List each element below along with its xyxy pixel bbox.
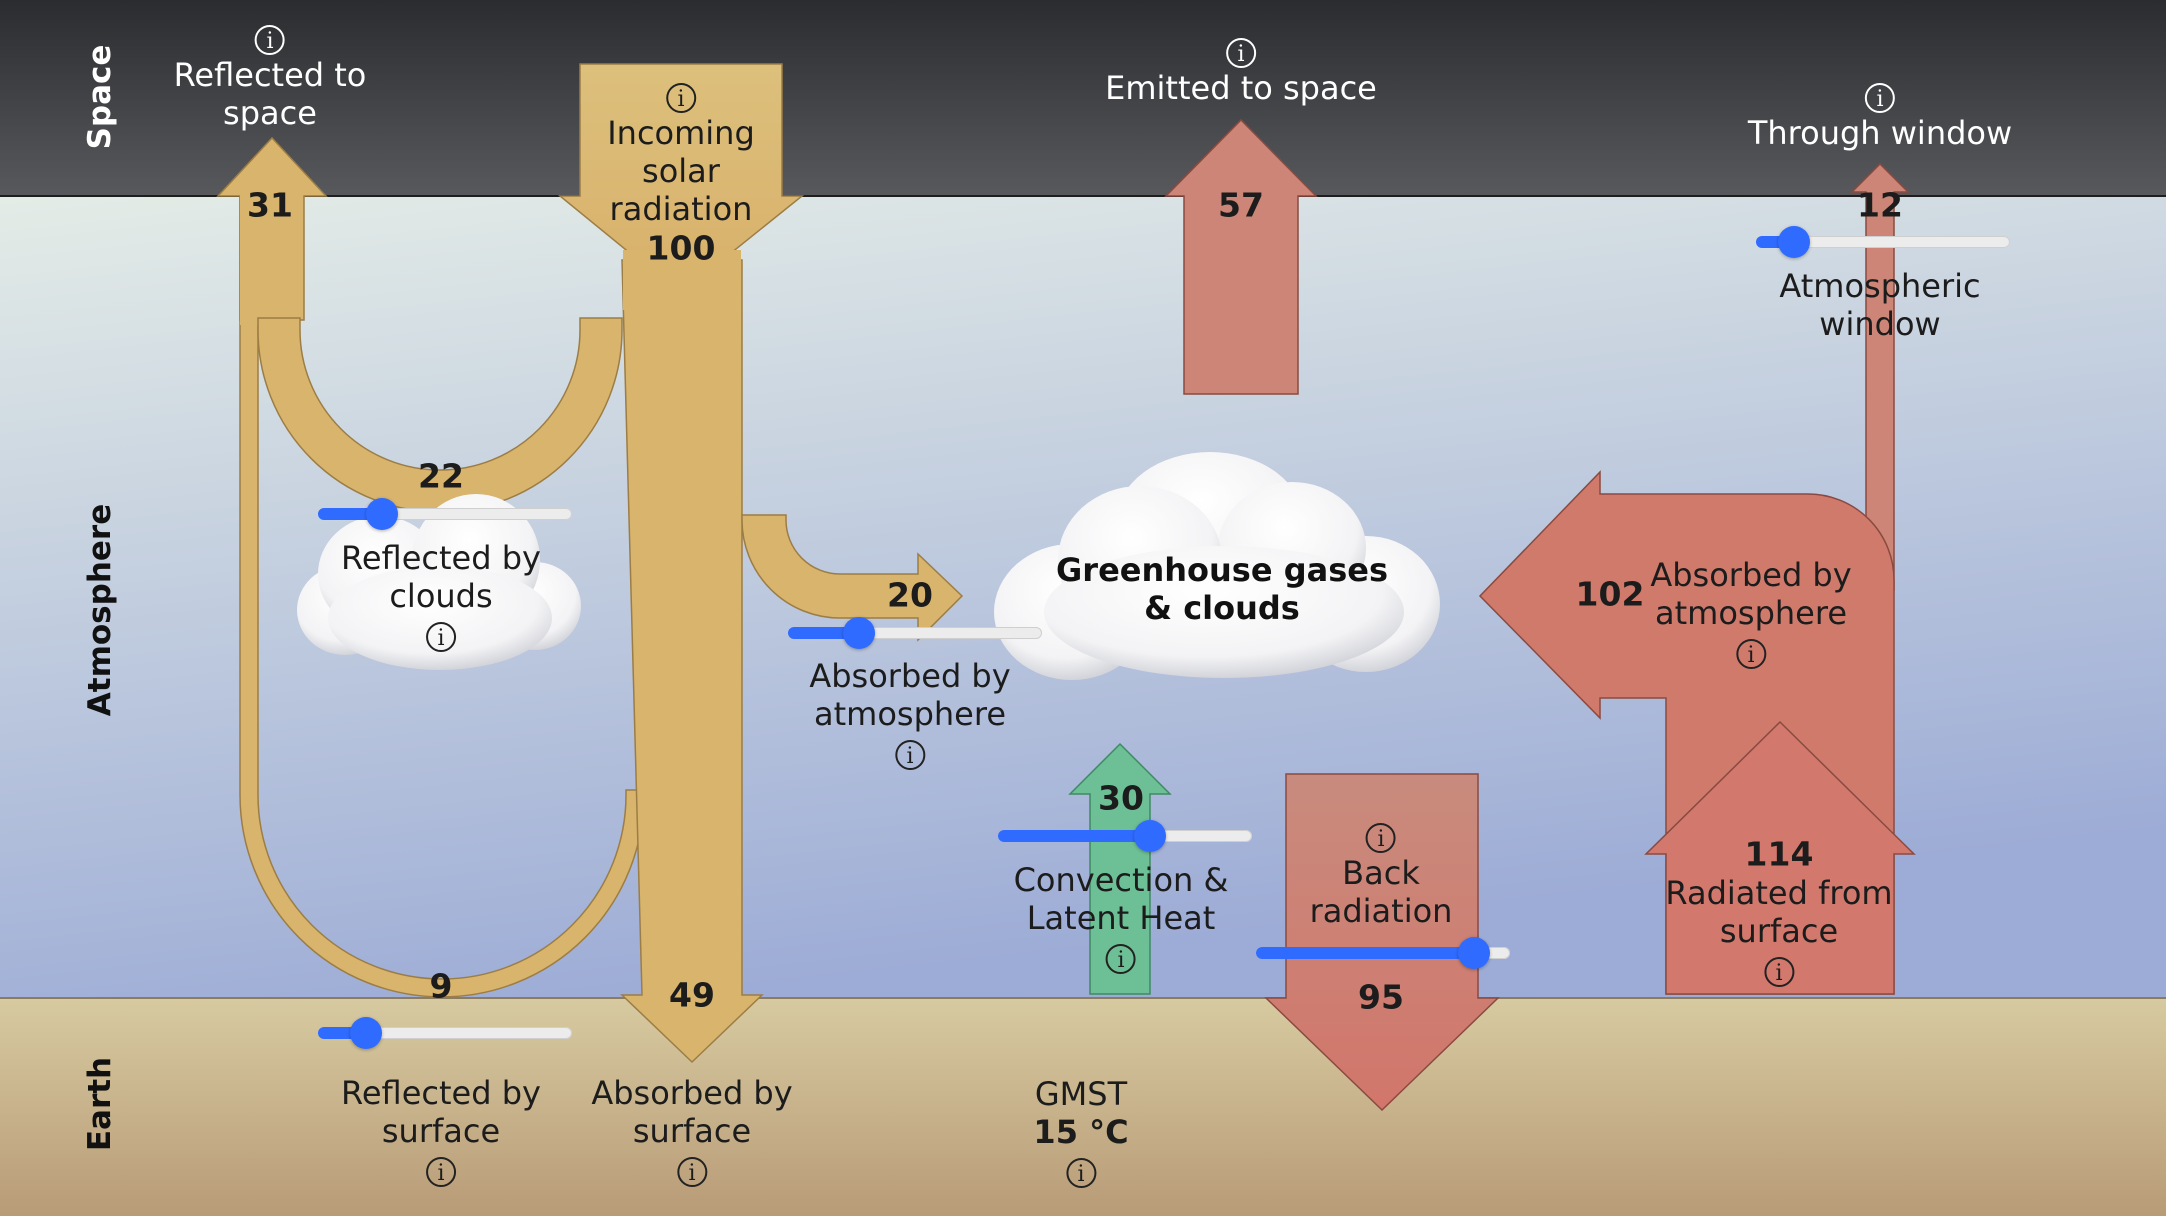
info-icon[interactable]: i xyxy=(1865,83,1895,113)
slider-fill xyxy=(1256,947,1475,959)
slider-fill xyxy=(998,830,1151,842)
absorbed-atmosphere-solar-label: Absorbed by atmosphere i xyxy=(809,657,1011,770)
reflecting-cloud xyxy=(297,494,581,670)
absorbed-surface-label: Absorbed by surface i xyxy=(591,1074,793,1187)
reflected-clouds-label: Reflected by clouds i xyxy=(341,539,541,652)
convection-slider[interactable] xyxy=(998,820,1252,852)
info-icon[interactable]: i xyxy=(677,1157,707,1187)
info-icon[interactable]: i xyxy=(1763,957,1794,987)
convection-label: Convection & Latent Heat i xyxy=(1013,861,1229,974)
back-radiation-arrow xyxy=(1264,773,1500,1112)
radiated-surface-label: Radiated from surface i xyxy=(1665,874,1893,987)
absorbed-atmosphere-solar-value: 20 xyxy=(887,575,933,615)
slider-knob[interactable] xyxy=(365,498,398,530)
back-radiation-label: i Back radiation xyxy=(1310,816,1452,930)
emitted-space-arrow xyxy=(1164,118,1318,395)
solar-trunk-connector xyxy=(623,250,741,310)
info-icon[interactable]: i xyxy=(1066,1158,1096,1188)
radiated-surface-arrow xyxy=(1644,720,1916,995)
reflected-clouds-value: 22 xyxy=(418,456,464,496)
reflected-surface-value: 9 xyxy=(429,966,453,1006)
reflected-clouds-slider[interactable] xyxy=(318,498,572,530)
emitted-space-label: i Emitted to space xyxy=(1105,31,1377,107)
incoming-solar-label: i Incoming solar radiation xyxy=(607,76,755,228)
reflected-surface-label: Reflected by surface i xyxy=(341,1074,541,1187)
space-band-label: Space xyxy=(82,44,118,150)
reflected-space-label: i Reflected to space xyxy=(174,18,366,132)
atmosphere-band-label: Atmosphere xyxy=(82,503,118,717)
gmst-label: GMST 15 °C i xyxy=(1033,1075,1129,1188)
through-window-value: 12 xyxy=(1857,185,1903,225)
absorbed-surface-value: 49 xyxy=(669,975,715,1015)
convection-value: 30 xyxy=(1098,778,1144,818)
absorbed-atmosphere-solar-flow xyxy=(741,514,964,642)
atmospheric-window-label: Atmospheric window xyxy=(1779,267,1981,343)
back-radiation-slider[interactable] xyxy=(1256,937,1510,969)
through-window-arrow xyxy=(1850,162,1910,591)
greenhouse-label: Greenhouse gases & clouds xyxy=(1056,551,1388,627)
reflected-surface-slider[interactable] xyxy=(318,1017,572,1049)
earth-band-label: Earth xyxy=(82,1056,118,1152)
gmst-value: 15 °C xyxy=(1033,1113,1129,1151)
space-band xyxy=(0,0,2166,196)
atmospheric-window-slider[interactable] xyxy=(1756,226,2010,258)
incoming-solar-value: 100 xyxy=(646,228,716,268)
absorbed-atmosphere-ir-label: Absorbed by atmosphere i xyxy=(1650,556,1852,669)
incoming-solar-arrow xyxy=(557,63,805,295)
info-icon[interactable]: i xyxy=(425,622,456,652)
info-icon[interactable]: i xyxy=(1736,639,1766,669)
through-window-label: i Through window xyxy=(1748,76,2012,152)
info-icon[interactable]: i xyxy=(425,1157,456,1187)
radiated-surface-value: 114 xyxy=(1744,834,1814,874)
absorbed-atmosphere-solar-slider[interactable] xyxy=(788,617,1042,649)
info-icon[interactable]: i xyxy=(665,83,696,113)
info-icon[interactable]: i xyxy=(1226,38,1256,68)
info-icon[interactable]: i xyxy=(1106,944,1136,974)
reflected-space-stem xyxy=(240,195,258,325)
greenhouse-cloud xyxy=(994,452,1440,680)
reflected-space-value: 31 xyxy=(247,185,293,225)
reflected-clouds-flow xyxy=(257,317,623,513)
slider-fill xyxy=(788,627,860,639)
slider-knob[interactable] xyxy=(1134,820,1167,852)
back-radiation-value: 95 xyxy=(1358,977,1404,1017)
absorbed-atmosphere-ir-value: 102 xyxy=(1575,574,1645,614)
slider-knob[interactable] xyxy=(1778,226,1811,258)
emitted-space-value: 57 xyxy=(1218,185,1264,225)
slider-knob[interactable] xyxy=(843,617,876,649)
info-icon[interactable]: i xyxy=(895,740,925,770)
info-icon[interactable]: i xyxy=(254,25,285,55)
convection-arrow xyxy=(1068,742,1172,995)
slider-knob[interactable] xyxy=(350,1017,383,1049)
absorbed-surface-arrow xyxy=(620,259,764,1064)
slider-knob[interactable] xyxy=(1458,937,1491,969)
info-icon[interactable]: i xyxy=(1366,823,1396,853)
